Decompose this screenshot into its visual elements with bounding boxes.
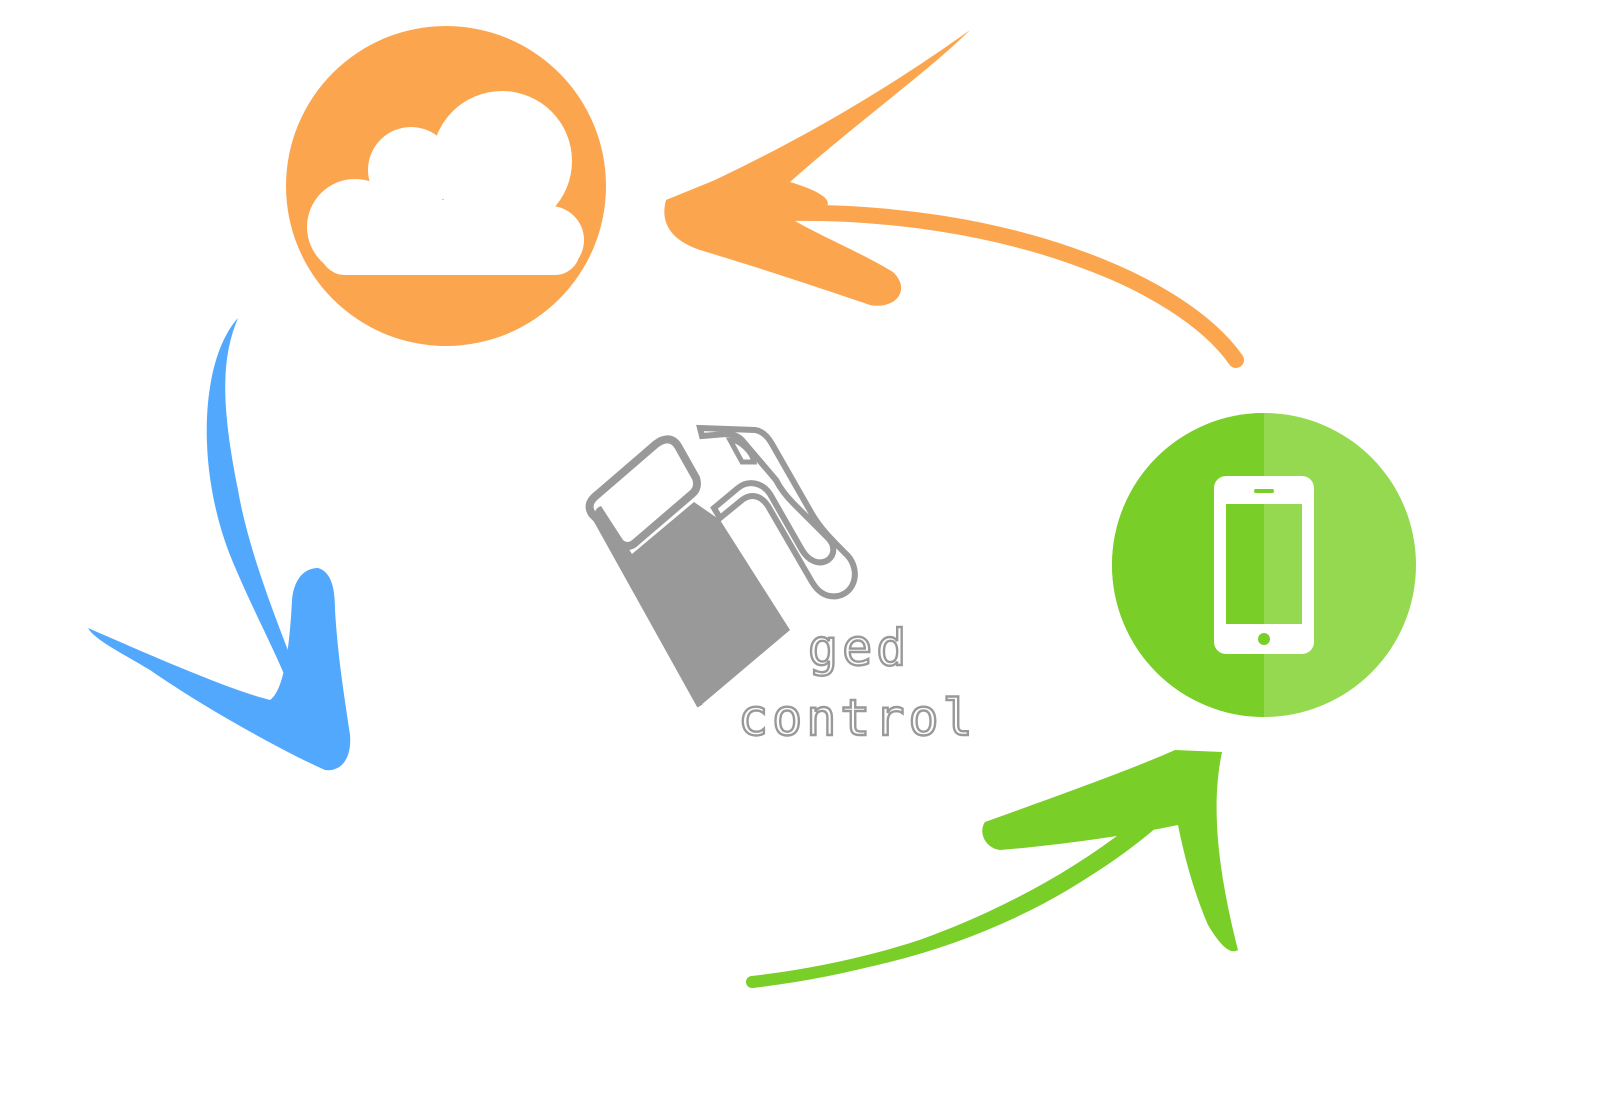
fuel-nozzle-icon [585,424,858,708]
arrow-body [206,318,302,690]
phone-node [1112,413,1416,717]
ged-control-logo: ged control [585,424,977,748]
arrow-body-stroke [782,204,1244,368]
arrow-body-stroke [746,819,1156,988]
arrow-phone-to-cloud [664,30,1244,368]
arrow-head [982,750,1238,952]
logo-line-ged: ged [808,619,910,677]
arrow-head [664,30,970,306]
cloud-node [286,26,606,346]
arrow-cloud-to-bottom [88,318,351,771]
arrow-bottom-to-phone [746,750,1238,988]
arrow-head [88,568,351,771]
cloud-icon [307,91,584,275]
smartphone-icon [1214,476,1314,654]
arrow-body [748,818,1150,984]
logo-line-control: control [738,689,977,747]
